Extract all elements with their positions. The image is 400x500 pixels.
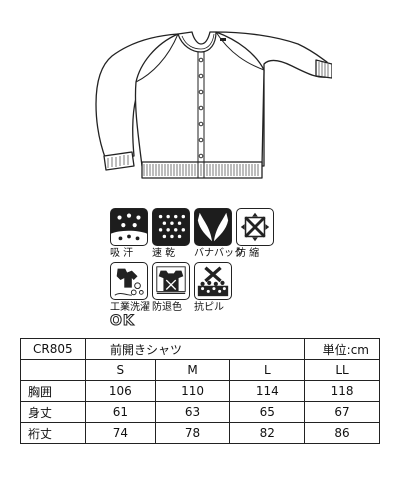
sweat-absorb-icon <box>110 208 148 246</box>
table-cell: 82 <box>229 422 306 444</box>
blank-cell <box>229 338 306 360</box>
anti-pill-badge: 抗ピル <box>194 262 238 314</box>
row-label-sleeve: 裄丈 <box>20 422 86 444</box>
quick-dry-label: 速 乾 <box>152 248 176 259</box>
cardigan-illustration <box>95 31 332 179</box>
sweat-absorb-label: 吸 汗 <box>110 248 134 259</box>
anti-fade-badge: 防退色 <box>152 262 196 314</box>
table-row: 裄丈 74 78 82 86 <box>20 422 380 444</box>
industrial-wash-badge: 工業洗濯 OK <box>110 262 154 329</box>
product-type: 前開きシャツ <box>84 338 230 360</box>
table-cell: 67 <box>304 401 380 423</box>
industrial-wash-ok-badge: OK <box>110 313 135 329</box>
row-label-length: 身丈 <box>20 401 86 423</box>
size-header: M <box>154 359 231 381</box>
anti-pill-label: 抗ピル <box>194 302 224 313</box>
table-cell: 118 <box>304 380 380 402</box>
sweat-absorb-badge: 吸 汗 <box>110 208 154 260</box>
table-cell: 114 <box>229 380 306 402</box>
banner-back-badge: バナバック <box>194 208 244 260</box>
unit-label: 単位:cm <box>304 338 380 360</box>
table-cell: 63 <box>154 401 231 423</box>
anti-pill-icon <box>194 262 232 300</box>
table-cell: 86 <box>304 422 380 444</box>
size-header: S <box>84 359 156 381</box>
anti-shrink-badge: 防 縮 <box>236 208 280 260</box>
table-row: 身丈 61 63 65 67 <box>20 401 380 423</box>
quick-dry-icon <box>152 208 190 246</box>
size-header-row: S M L LL <box>20 359 380 381</box>
banner-back-icon <box>194 208 232 246</box>
table-row: 胸囲 106 110 114 118 <box>20 380 380 402</box>
table-cell: 65 <box>229 401 306 423</box>
row-label-chest: 胸囲 <box>20 380 86 402</box>
anti-fade-label: 防退色 <box>152 302 182 313</box>
anti-fade-icon <box>152 262 190 300</box>
model-number: CR805 <box>20 338 86 360</box>
table-cell: 106 <box>84 380 156 402</box>
industrial-wash-icon <box>110 262 148 300</box>
table-cell: 78 <box>154 422 231 444</box>
table-cell: 74 <box>84 422 156 444</box>
blank-header-cell <box>20 359 86 381</box>
size-table: CR805 前開きシャツ 単位:cm S M L LL 胸囲 106 110 1… <box>20 338 380 444</box>
size-header: L <box>229 359 306 381</box>
anti-shrink-label: 防 縮 <box>236 248 260 259</box>
size-header: LL <box>304 359 380 381</box>
banner-back-label: バナバック <box>194 248 244 259</box>
quick-dry-badge: 速 乾 <box>152 208 196 260</box>
industrial-wash-label: 工業洗濯 <box>110 302 150 313</box>
anti-shrink-icon <box>236 208 274 246</box>
table-cell: 110 <box>154 380 231 402</box>
table-cell: 61 <box>84 401 156 423</box>
table-title-row: CR805 前開きシャツ 単位:cm <box>20 338 380 360</box>
